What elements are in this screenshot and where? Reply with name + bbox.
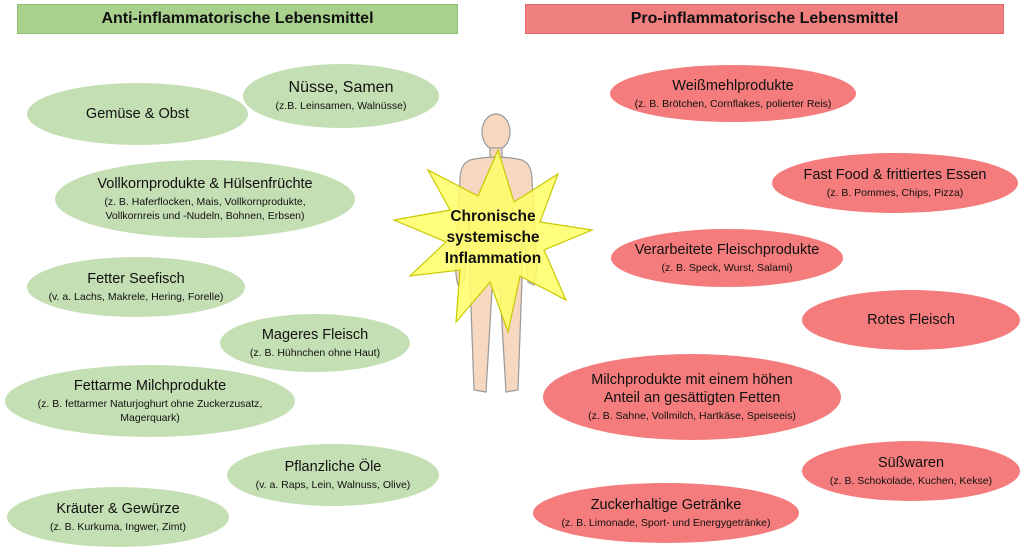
food-title: Pflanzliche Öle bbox=[284, 459, 382, 475]
food-examples: (z. B. Speck, Wurst, Salami) bbox=[661, 262, 793, 274]
anti-food-nuts-seeds: Nüsse, Samen (z.B. Leinsamen, Walnüsse) bbox=[243, 64, 439, 128]
food-examples: (z. B. Kurkuma, Ingwer, Zimt) bbox=[50, 521, 186, 533]
anti-food-vegetable-oils: Pflanzliche Öle (v. a. Raps, Lein, Walnu… bbox=[227, 444, 439, 506]
pro-food-sugary-drinks: Zuckerhaltige Getränke (z. B. Limonade, … bbox=[533, 483, 799, 543]
food-examples: (z. B. fettarmer Naturjoghurt ohne Zucke… bbox=[37, 398, 263, 424]
center-label-line: systemische bbox=[446, 229, 540, 246]
human-body-starburst-graphic bbox=[391, 113, 595, 393]
food-title: Fetter Seefisch bbox=[87, 271, 185, 287]
food-title: Süßwaren bbox=[877, 455, 945, 471]
food-title: Fast Food & frittiertes Essen bbox=[803, 167, 987, 183]
anti-food-wholegrain-legumes: Vollkornprodukte & Hülsenfrüchte (z. B. … bbox=[55, 160, 355, 238]
anti-food-lean-meat: Mageres Fleisch (z. B. Hühnchen ohne Hau… bbox=[220, 314, 410, 372]
food-title: Nüsse, Samen bbox=[288, 79, 394, 96]
anti-food-vegetables-fruit: Gemüse & Obst bbox=[27, 83, 248, 145]
food-title: Rotes Fleisch bbox=[867, 312, 955, 328]
food-title: Vollkornprodukte & Hülsenfrüchte bbox=[97, 176, 313, 192]
anti-food-low-fat-dairy: Fettarme Milchprodukte (z. B. fettarmer … bbox=[5, 365, 295, 437]
anti-food-herbs-spices: Kräuter & Gewürze (z. B. Kurkuma, Ingwer… bbox=[7, 487, 229, 547]
food-examples: (z. B. Haferflocken, Mais, Vollkornprodu… bbox=[104, 196, 306, 222]
anti-food-fatty-fish: Fetter Seefisch (v. a. Lachs, Makrele, H… bbox=[27, 257, 245, 317]
food-examples: (z. B. Schokolade, Kuchen, Kekse) bbox=[829, 475, 993, 487]
anti-inflammatory-header: Anti-inflammatorische Lebensmittel bbox=[17, 4, 458, 34]
food-examples: (z. B. Pommes, Chips, Pizza) bbox=[826, 187, 964, 199]
food-examples: (z. B. Brötchen, Cornflakes, polierter R… bbox=[634, 97, 832, 110]
food-title: Zuckerhaltige Getränke bbox=[590, 497, 742, 513]
chronic-inflammation-label: Chronische systemische Inflammation bbox=[408, 206, 578, 269]
food-title: Gemüse & Obst bbox=[85, 106, 190, 122]
center-label-line: Chronische bbox=[450, 208, 536, 225]
food-examples: (v. a. Raps, Lein, Walnuss, Olive) bbox=[255, 479, 411, 491]
food-title: Milchprodukte mit einem höhen Anteil an … bbox=[591, 372, 793, 406]
pro-inflammatory-header: Pro-inflammatorische Lebensmittel bbox=[525, 4, 1004, 34]
pro-food-processed-meat: Verarbeitete Fleischprodukte (z. B. Spec… bbox=[611, 229, 843, 287]
food-title: Fettarme Milchprodukte bbox=[73, 378, 227, 394]
pro-food-fast-food: Fast Food & frittiertes Essen (z. B. Pom… bbox=[772, 153, 1018, 213]
food-examples: (z. B. Sahne, Vollmilch, Hartkäse, Speis… bbox=[588, 410, 796, 422]
food-title: Mageres Fleisch bbox=[261, 327, 369, 343]
center-label-line: Inflammation bbox=[444, 250, 542, 267]
food-title: Kräuter & Gewürze bbox=[56, 501, 180, 517]
pro-food-white-flour: Weißmehlprodukte (z. B. Brötchen, Cornfl… bbox=[610, 65, 856, 122]
food-examples: (z. B. Hühnchen ohne Haut) bbox=[249, 347, 381, 359]
pro-food-red-meat: Rotes Fleisch bbox=[802, 290, 1020, 350]
food-title: Weißmehlprodukte bbox=[672, 77, 794, 94]
food-examples: (z.B. Leinsamen, Walnüsse) bbox=[275, 100, 407, 112]
pro-food-high-fat-dairy: Milchprodukte mit einem höhen Anteil an … bbox=[543, 354, 841, 440]
starburst-icon bbox=[391, 148, 595, 335]
pro-food-sweets: Süßwaren (z. B. Schokolade, Kuchen, Keks… bbox=[802, 441, 1020, 501]
food-examples: (z. B. Limonade, Sport- und Energygeträn… bbox=[561, 517, 771, 529]
food-title: Verarbeitete Fleischprodukte bbox=[634, 242, 820, 258]
food-examples: (v. a. Lachs, Makrele, Hering, Forelle) bbox=[48, 291, 224, 303]
